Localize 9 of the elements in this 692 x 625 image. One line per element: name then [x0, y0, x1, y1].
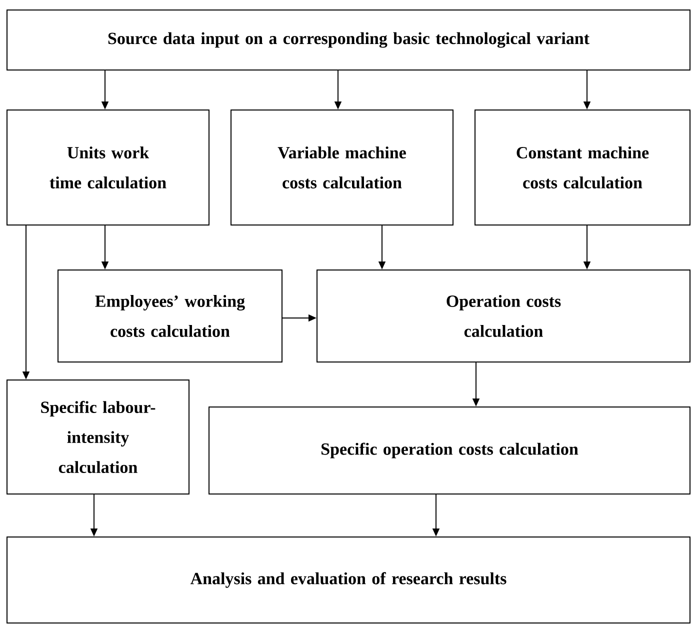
process-box: Constant machine costs calculation — [474, 110, 690, 226]
process-box: Units work time calculation — [6, 110, 210, 226]
process-box: Operation costs calculation — [316, 270, 690, 362]
process-box: Analysis and evaluation of research results — [6, 536, 690, 624]
process-box: Variable machine costs calculation — [230, 110, 454, 226]
process-box: Source data input on a corresponding basic technological variant — [6, 10, 690, 70]
process-box: Specific labour-intensity calculation — [6, 380, 190, 494]
process-box: Employees’ working costs calculation — [58, 270, 282, 362]
process-box: Specific operation costs calculation — [208, 406, 690, 494]
